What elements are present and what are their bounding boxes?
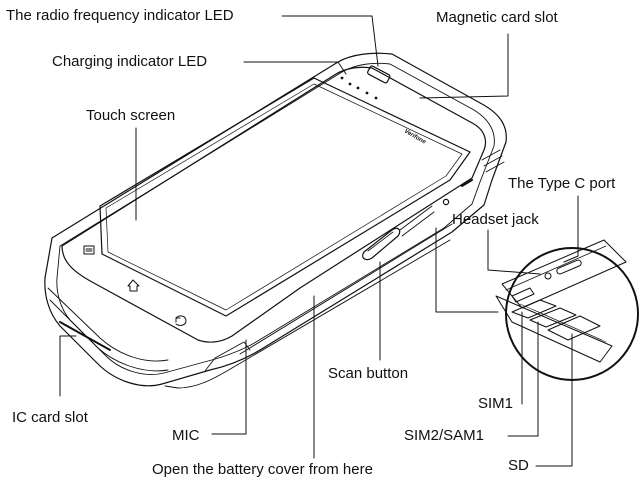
rf-indicator-window — [367, 65, 391, 84]
home-icon — [127, 279, 140, 292]
label-headset-jack: Headset jack — [452, 211, 539, 228]
led-indicators — [340, 76, 378, 100]
leader-type-c — [563, 195, 579, 263]
leader-charging-led — [243, 61, 347, 75]
inset-port-panel — [501, 239, 627, 309]
leader-sim2 — [507, 321, 539, 437]
touch-screen — [99, 77, 471, 317]
headset-jack-hole — [442, 198, 450, 206]
label-touch-screen: Touch screen — [86, 107, 176, 124]
leader-ic-card — [59, 335, 77, 397]
label-sim2-sam1: SIM2/SAM1 — [404, 427, 485, 444]
leader-lines — [59, 15, 579, 467]
side-key — [399, 205, 435, 237]
leader-headset-body — [435, 227, 499, 313]
inset-card-tray — [495, 295, 613, 363]
leader-mic — [211, 339, 247, 435]
body-bottom-edge — [164, 239, 451, 389]
touch-screen-inner — [105, 83, 463, 311]
tray-slot-sim2 — [529, 307, 577, 328]
label-ic-card-slot: IC card slot — [12, 409, 88, 426]
tray-slot-sd — [547, 315, 601, 341]
body-side-line-3 — [204, 341, 251, 372]
label-type-c-port: The Type C port — [508, 175, 616, 192]
scan-button-inner — [367, 231, 394, 252]
label-sim1: SIM1 — [478, 395, 514, 412]
menu-icon — [83, 245, 95, 255]
front-bezel — [61, 66, 487, 343]
scan-button — [362, 227, 401, 261]
body-side-line-1 — [47, 287, 169, 362]
brand-logo: Verifone — [403, 129, 427, 146]
battery-cover-seam — [239, 223, 453, 355]
body-side-line-2 — [49, 299, 169, 372]
label-sd: SD — [508, 457, 529, 474]
leader-headset — [487, 229, 541, 275]
label-charging-indicator-led: Charging indicator LED — [52, 53, 208, 70]
side-port — [461, 179, 473, 187]
label-scan-button: Scan button — [328, 365, 409, 382]
label-magnetic-card-slot: Magnetic card slot — [436, 9, 558, 26]
side-grip-ridges — [481, 149, 505, 173]
label-battery-cover: Open the battery cover from here — [152, 461, 373, 478]
leader-rf-led — [281, 15, 379, 67]
ic-card-slot-outline — [59, 321, 111, 351]
label-rf-indicator-led: The radio frequency indicator LED — [6, 7, 234, 24]
leader-mag-slot — [419, 33, 509, 99]
label-mic: MIC — [172, 427, 200, 444]
back-icon — [175, 315, 187, 326]
leader-sd — [535, 333, 573, 467]
tray-slot-sim1 — [511, 299, 557, 319]
